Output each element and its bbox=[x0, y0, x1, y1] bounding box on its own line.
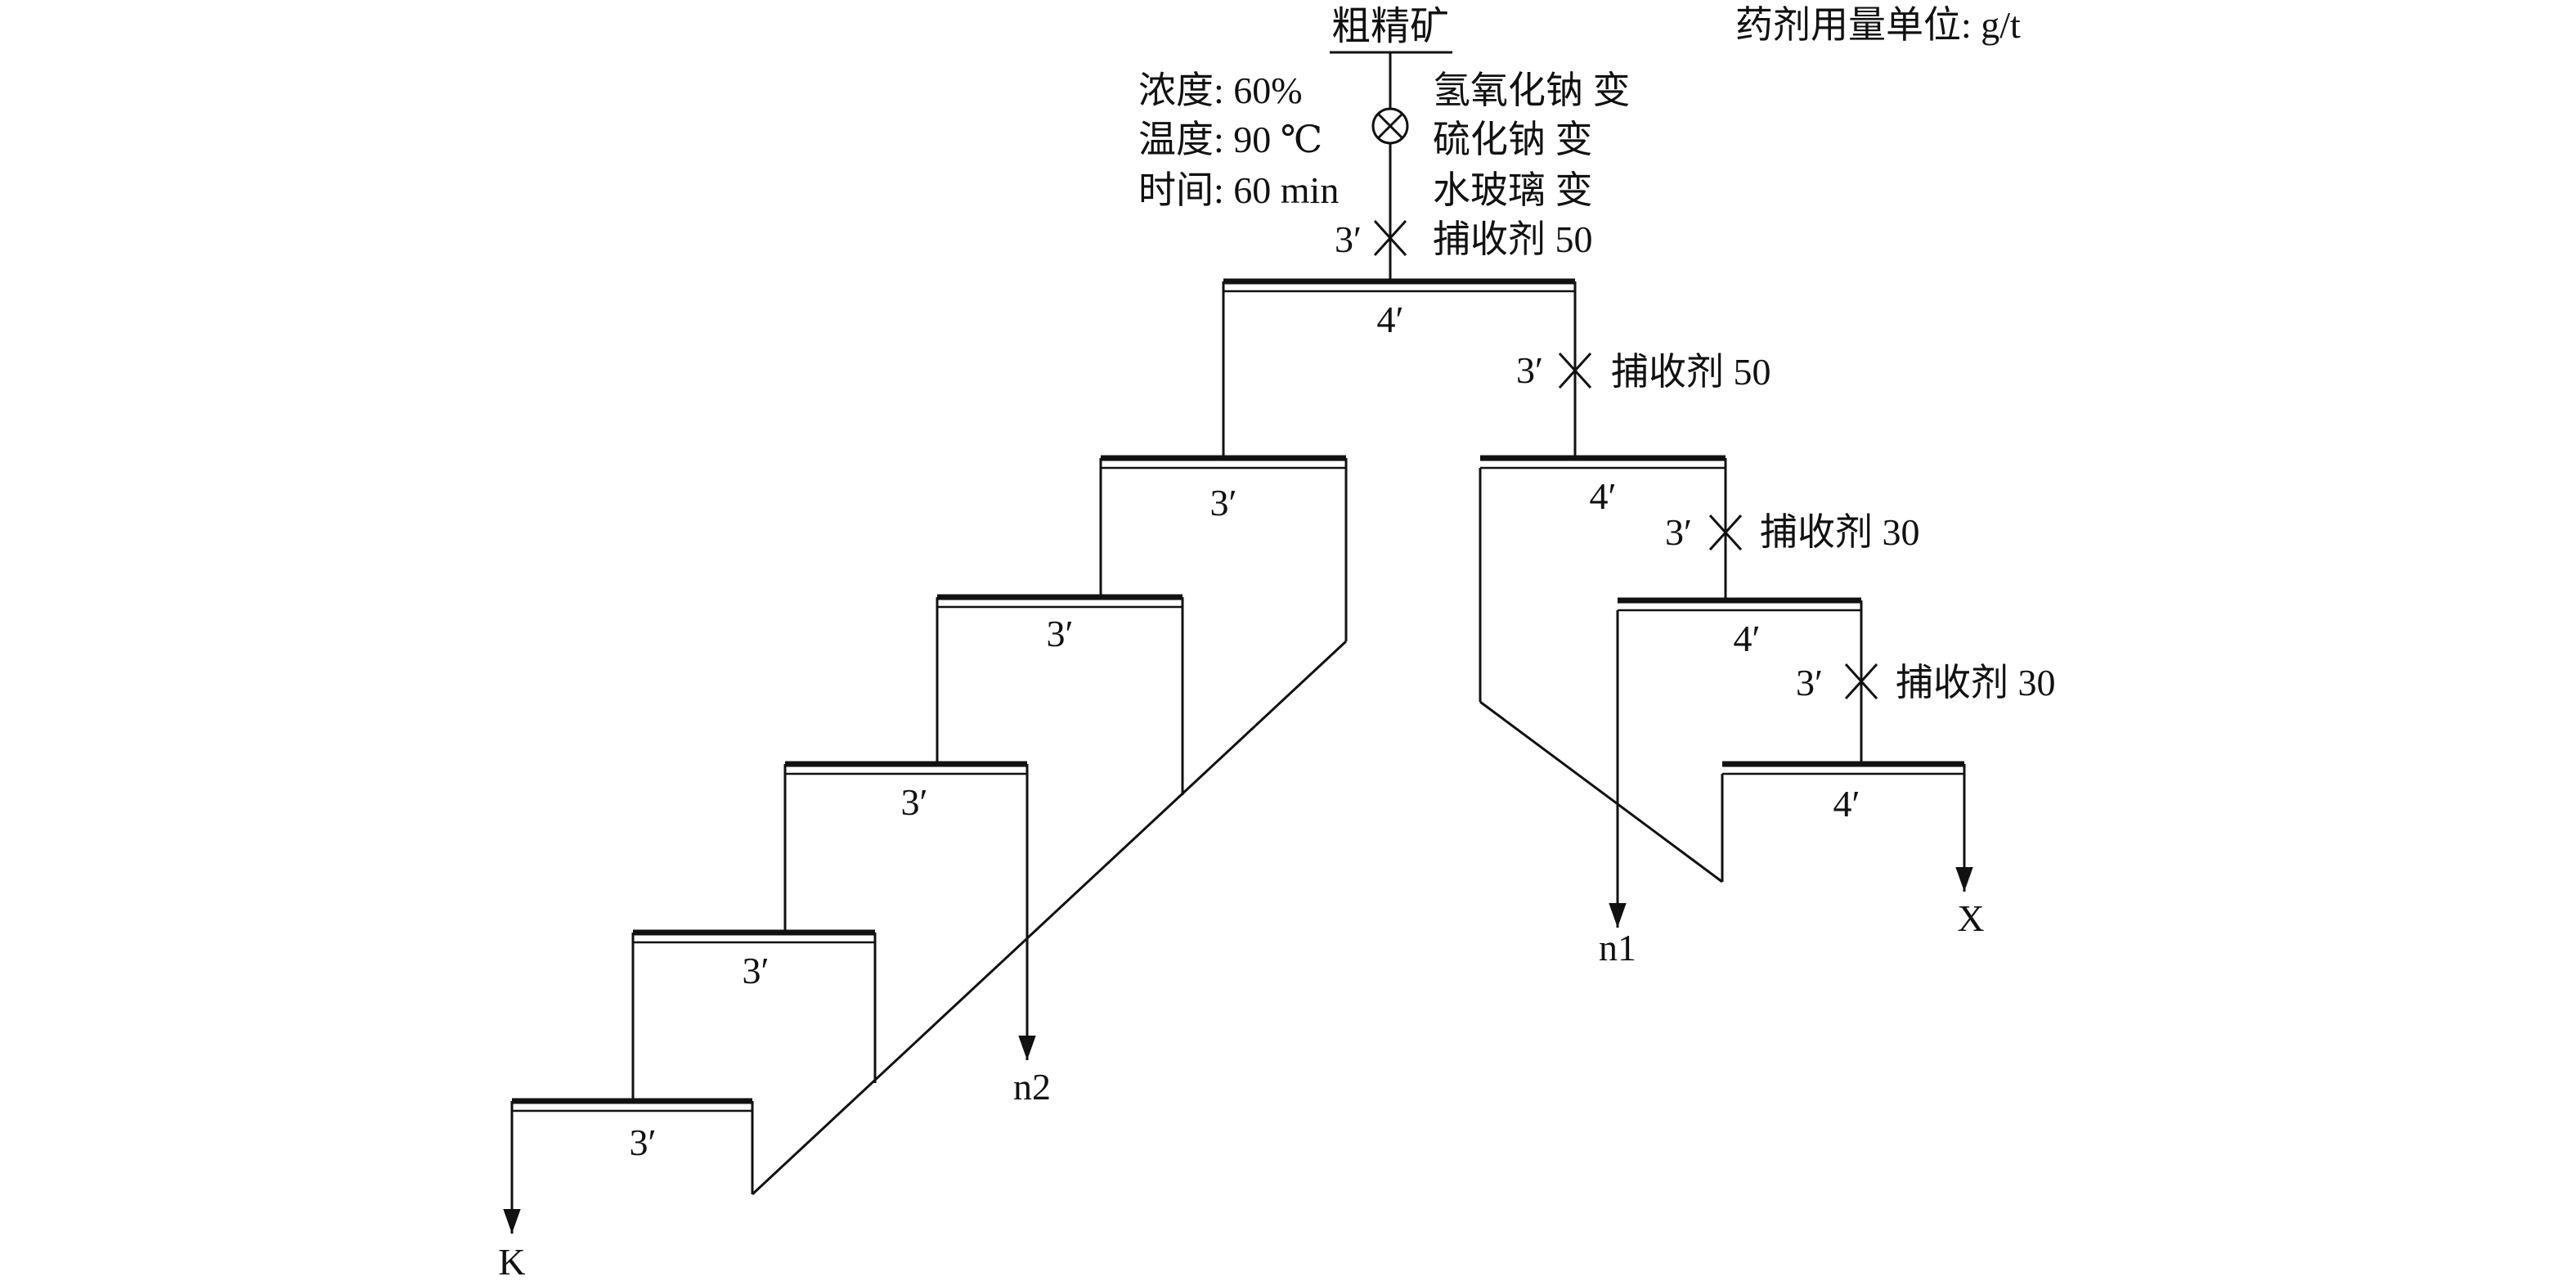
product-n1-label: n1 bbox=[1599, 927, 1636, 969]
cell-time-label: 4′ bbox=[1589, 475, 1616, 517]
cell-time-label: 3′ bbox=[1046, 613, 1073, 654]
cell-time-label: 3′ bbox=[742, 950, 769, 991]
feed-label: 粗精矿 bbox=[1331, 5, 1449, 48]
collector-step-label: 捕收剂 50 bbox=[1611, 351, 1771, 393]
collector-add-icon bbox=[1708, 514, 1743, 551]
product-k-label: K bbox=[498, 1241, 525, 1281]
cleaner-recycle-line bbox=[751, 640, 1348, 1196]
cell-time-label: 4′ bbox=[1376, 299, 1403, 340]
reagent-naoh: 氢氧化钠 变 bbox=[1433, 70, 1631, 111]
collector-step-label: 捕收剂 50 bbox=[1433, 218, 1593, 260]
collector-step-label: 捕收剂 30 bbox=[1760, 511, 1920, 553]
collector-step-time: 3′ bbox=[1516, 349, 1543, 391]
flotation-cell-cleaner-4 bbox=[633, 929, 875, 944]
flotation-cell-cleaner-5 bbox=[512, 1098, 752, 1112]
flotation-cell-rougher bbox=[1223, 278, 1575, 293]
flotation-cell-scavenger-3 bbox=[1722, 761, 1964, 775]
collector-add-icon bbox=[1844, 663, 1878, 700]
cell-time-label: 4′ bbox=[1833, 783, 1860, 825]
reagent-na2s: 硫化钠 变 bbox=[1433, 119, 1593, 160]
flotation-cell-cleaner-1 bbox=[1101, 455, 1346, 470]
cell-time-label: 4′ bbox=[1733, 618, 1760, 659]
collector-step-time: 3′ bbox=[1796, 662, 1823, 703]
conditioning-tank-icon bbox=[1371, 107, 1409, 145]
flotation-cell-scavenger-2 bbox=[1618, 597, 1861, 612]
collector-step-time: 3′ bbox=[1665, 511, 1692, 553]
flotation-cell-cleaner-3 bbox=[785, 761, 1027, 775]
collector-step-label: 捕收剂 30 bbox=[1896, 662, 2056, 703]
collector-add-icon bbox=[1373, 219, 1407, 257]
collector-add-icon bbox=[1558, 352, 1592, 389]
product-n2-label: n2 bbox=[1013, 1066, 1051, 1108]
condition-concentration: 浓度: 60% bbox=[1138, 70, 1303, 111]
product-x-label: X bbox=[1957, 897, 1984, 939]
reagent-water-glass: 水玻璃 变 bbox=[1433, 169, 1593, 211]
cell-time-label: 3′ bbox=[629, 1121, 656, 1163]
scavenger-recycle-line bbox=[1479, 700, 1723, 883]
flotation-cell-cleaner-2 bbox=[937, 594, 1183, 609]
condition-time: 时间: 60 min bbox=[1138, 169, 1339, 211]
unit-note: 药剂用量单位: g/t bbox=[1735, 4, 2021, 46]
cell-time-label: 3′ bbox=[1209, 482, 1236, 524]
collector-step-time: 3′ bbox=[1335, 218, 1362, 260]
cell-time-label: 3′ bbox=[900, 781, 927, 823]
flotation-cell-scavenger-1 bbox=[1480, 455, 1726, 470]
condition-temperature: 温度: 90 ℃ bbox=[1138, 119, 1322, 160]
